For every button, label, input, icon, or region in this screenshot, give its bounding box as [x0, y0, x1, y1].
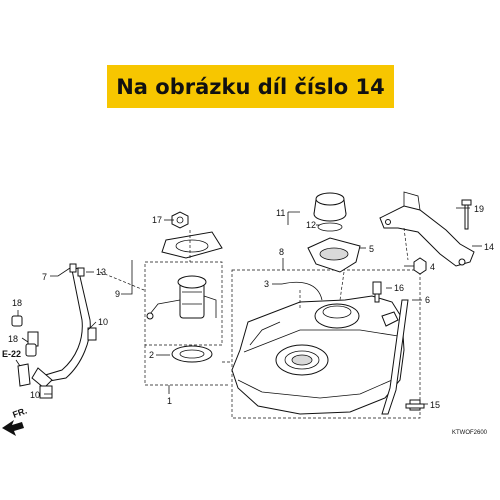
callout-19: 19 — [474, 204, 484, 214]
callout-5: 5 — [369, 244, 374, 254]
fuel-cap — [313, 192, 347, 232]
breather-tube — [381, 299, 409, 415]
tube-3 — [281, 281, 323, 301]
callout-16: 16 — [394, 283, 404, 293]
front-direction-label: FR. — [11, 406, 28, 420]
fuel-hose — [17, 267, 91, 399]
callout-6: 6 — [425, 295, 430, 305]
callout-7: 7 — [42, 272, 47, 282]
clip-10-upper — [87, 327, 97, 341]
callout-4: 4 — [430, 262, 435, 272]
callout-18-upper: 18 — [12, 298, 22, 308]
bolt-18-lower — [25, 343, 37, 357]
callout-2: 2 — [149, 350, 154, 360]
callout-10-lower: 10 — [30, 390, 40, 400]
front-direction-arrow-icon — [2, 420, 24, 436]
fuel-tank — [231, 295, 405, 415]
clip-15 — [405, 399, 425, 411]
leader-lines — [17, 207, 482, 405]
bolt-17 — [171, 211, 189, 229]
callout-8: 8 — [279, 247, 284, 257]
clip-16 — [372, 281, 382, 303]
diagram-code: KTWOF2600 — [452, 430, 488, 436]
bolt-19 — [461, 199, 472, 230]
callout-15: 15 — [430, 400, 440, 410]
callout-12: 12 — [306, 220, 316, 230]
tank-bracket — [379, 191, 475, 267]
callout-18-lower: 18 — [8, 334, 18, 344]
callout-17: 17 — [152, 215, 162, 225]
callout-13: 13 — [96, 267, 106, 277]
reference-e22: E-22 — [2, 349, 21, 359]
callout-9: 9 — [115, 289, 120, 299]
callout-14: 14 — [484, 242, 494, 252]
part-number-banner: Na obrázku díl číslo 14 — [107, 65, 394, 108]
reference-e22-leader — [15, 359, 21, 367]
callout-3: 3 — [264, 279, 269, 289]
callout-1: 1 — [167, 396, 172, 406]
filler-plate — [307, 237, 361, 273]
callout-10-upper: 10 — [98, 317, 108, 327]
nut-4 — [413, 257, 427, 275]
callout-11: 11 — [276, 208, 285, 218]
fuel-pump-assembly — [144, 231, 223, 363]
bolt-18-upper — [11, 315, 23, 327]
